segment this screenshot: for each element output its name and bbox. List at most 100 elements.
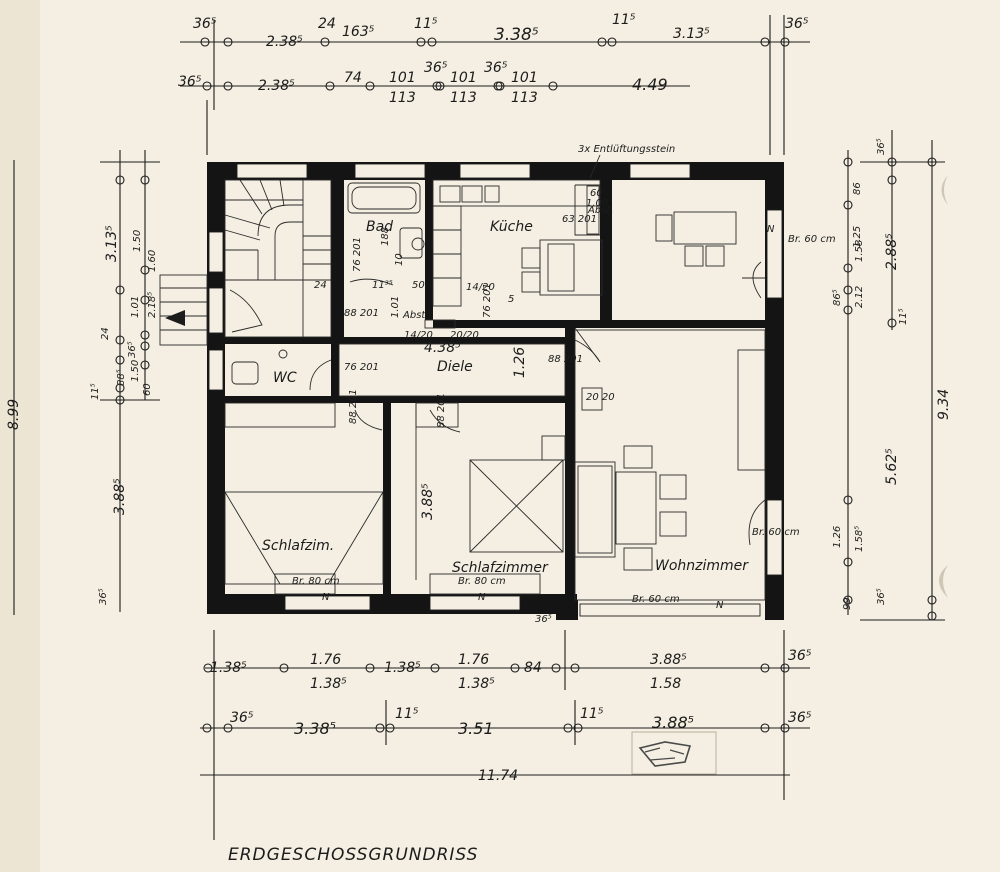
room-label-schlafzim: Schlafzim.: [262, 538, 334, 554]
dim-top1-9: 36⁵: [785, 16, 809, 32]
dim-top2-3: 74: [344, 70, 362, 86]
dim-left-6: 1.01: [130, 296, 141, 318]
dim-kitchen-2: 76 201: [482, 283, 493, 318]
dim-bedroom1-door: 88 201: [348, 389, 359, 424]
note-abst-1: Abst.: [402, 310, 429, 321]
dim-left-12: 3.88⁵: [112, 478, 128, 515]
dim-bot1-sub-2: 1.38⁵: [458, 676, 495, 692]
dim-hall-width: 4.38⁵: [424, 340, 461, 356]
drawing-title: ERDGESCHOSSGRUNDRISS: [228, 845, 478, 865]
dim-top1-4: 163⁵: [342, 24, 375, 40]
dim-top2-6: 101: [450, 70, 477, 86]
dim-right-5: 2.88⁵: [884, 233, 900, 270]
dim-bot2-6: 3.88⁵: [652, 713, 694, 732]
dim-chimney: 20 20: [586, 392, 615, 403]
room-top-right-furniture: [655, 211, 765, 299]
room-label-wohnzimmer: Wohnzimmer: [655, 558, 749, 574]
dim-top1-6: 3.38⁵: [494, 25, 539, 45]
dim-top1-8: 3.13⁵: [673, 26, 710, 42]
windows: [208, 163, 783, 617]
dim-stair-24: 24: [314, 280, 327, 291]
room-label-bad: Bad: [366, 219, 393, 235]
dim-hall-20: 20/20: [450, 330, 479, 341]
note-width-right-2: Br. 60 cm: [752, 527, 800, 538]
dim-right-6: 86⁵: [832, 289, 843, 306]
room-label-kueche: Küche: [490, 219, 533, 235]
dim-right-13: 36⁵: [876, 588, 887, 605]
dim-right-2: 86: [852, 182, 863, 195]
dim-bot1-6: 3.88⁵: [650, 652, 687, 668]
hall-outline: [338, 343, 566, 397]
punch-holes: [939, 175, 948, 598]
dim-bot2-3: 11⁵: [395, 706, 419, 722]
dim-bot2-5: 11⁵: [580, 706, 604, 722]
dim-bot1-3: 1.38⁵: [384, 660, 421, 676]
dim-bottom-36: 36⁵: [535, 614, 552, 625]
dim-bot1-1: 1.38⁵: [210, 660, 247, 676]
bedroom-1-furniture: [224, 402, 384, 595]
dim-right-11: 1.58⁵: [854, 526, 865, 552]
dim-right-9: 5.62⁵: [884, 448, 900, 485]
dim-top2-4: 101: [389, 70, 416, 86]
stamp: [631, 731, 717, 775]
note-width-bedroom-1: Br. 80 cm: [292, 576, 340, 587]
dim-bot1-4: 1.76: [458, 652, 489, 668]
dim-right-10: 1.26: [832, 526, 843, 548]
entrance-arrow-icon: [165, 310, 185, 326]
dim-bottom-total: 11.74: [478, 768, 518, 784]
bath-fixtures: [347, 182, 425, 286]
note-width-living: Br. 60 cm: [632, 594, 680, 605]
dim-stair-door: 88 201: [344, 308, 379, 319]
dim-right-12: 99: [842, 597, 853, 610]
inner-walls: [225, 180, 766, 618]
dim-bot2-7: 36⁵: [788, 710, 812, 726]
dim-top2-1: 36⁵: [178, 74, 202, 90]
kitchen-fixtures: [424, 179, 603, 329]
dim-bot1-7: 36⁵: [788, 648, 812, 664]
note-width-right-1: Br. 60 cm: [788, 234, 836, 245]
dim-top2-8: 101: [511, 70, 538, 86]
dim-bot1-sub-3: 1.58: [650, 676, 681, 692]
dim-left-13: 36⁵: [98, 588, 109, 605]
dim-left-5: 24: [100, 327, 111, 340]
dim-top2-sub-3: 113: [511, 90, 538, 106]
dim-left-10: 60: [142, 383, 153, 396]
dim-bot1-5: 84: [524, 660, 542, 676]
staircase: [159, 179, 332, 346]
dim-top2-sub-2: 113: [450, 90, 477, 106]
dim-bot1-2: 1.76: [310, 652, 341, 668]
note-width-bedroom-2: Br. 80 cm: [458, 576, 506, 587]
dim-hall-height: 1.26: [512, 347, 528, 378]
dim-living-door: 88 201: [548, 354, 583, 365]
dim-top2-9: 4.49: [632, 75, 668, 94]
dim-left-9: 1.50: [130, 360, 141, 382]
dim-left-total: 8.99: [6, 399, 22, 430]
dim-left-4: 2.18⁵: [147, 292, 158, 318]
north-mark-2: N: [478, 592, 486, 603]
dim-top1-7: 11⁵: [612, 12, 636, 28]
dim-top1-5: 11⁵: [414, 16, 438, 32]
dimension-ticks: [115, 37, 937, 733]
dim-left-7: 36⁵: [127, 341, 138, 358]
dim-bedroom2-height: 3.88⁵: [420, 483, 436, 520]
dim-left-3: 1.60: [147, 250, 158, 272]
living-room-furniture: [574, 327, 766, 601]
dim-bath-door: 76 201: [352, 237, 363, 272]
room-label-schlafzimmer: Schlafzimmer: [452, 560, 549, 576]
note-leader: [589, 154, 601, 179]
dim-kitchen-1: 14/20: [466, 282, 495, 293]
dim-bot2-2: 3.38⁵: [294, 719, 336, 738]
dim-top1-2: 2.38⁵: [266, 34, 303, 50]
dim-right-3: 1.25: [852, 226, 863, 248]
dim-wc-door: 76 201: [344, 362, 379, 373]
dim-top2-5: 36⁵: [424, 60, 448, 76]
dimension-lines: [13, 15, 945, 840]
dim-bath-10: 10: [394, 253, 405, 266]
north-mark-1: N: [322, 592, 330, 603]
room-label-wc: WC: [273, 370, 297, 386]
dim-hall-14: 14/20: [404, 330, 433, 341]
dim-right-4: 1.58: [854, 240, 865, 262]
north-mark-3: N: [716, 600, 724, 611]
bedroom-2-furniture: [415, 402, 566, 595]
